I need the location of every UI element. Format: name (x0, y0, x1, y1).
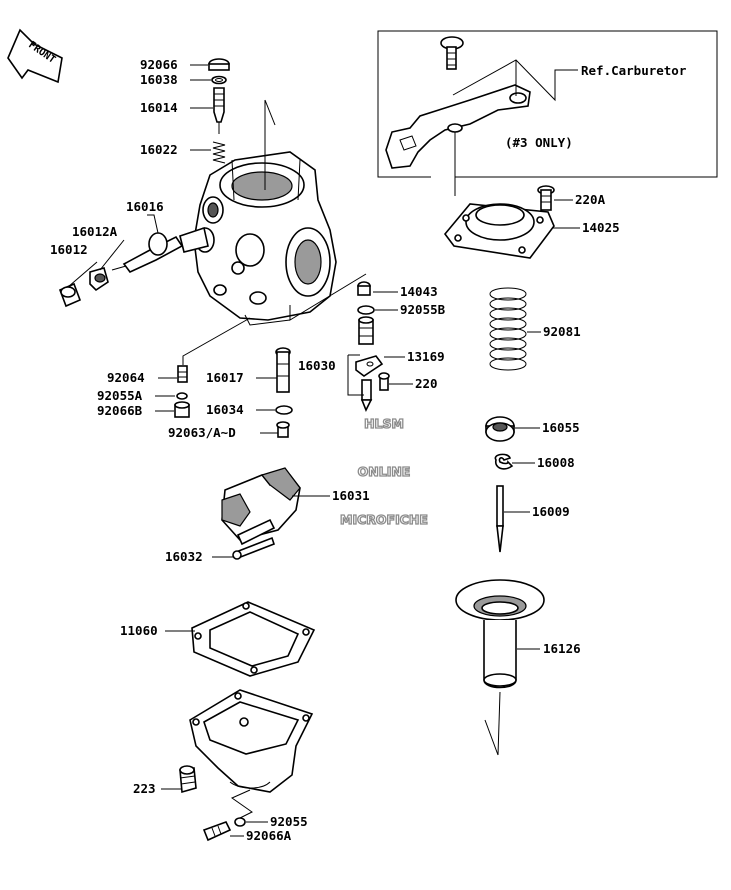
plug-14043-icon (357, 281, 371, 296)
screw-220A-icon (537, 185, 555, 211)
ref-screw-icon (440, 36, 464, 70)
part-labels: 92066 16038 16014 16022 16016 16012A 160… (50, 57, 687, 843)
nozzle-16017-icon (275, 347, 291, 393)
part-label-16031: 16031 (332, 488, 370, 503)
oring-92055B-icon (357, 305, 375, 315)
part-label-16012: 16012 (50, 242, 88, 257)
ref-carburetor-frame (377, 30, 718, 196)
part-label-92064: 92064 (107, 370, 145, 385)
part-label-92063: 92063/A~D (168, 425, 236, 440)
part-label-16016: 16016 (126, 199, 164, 214)
part-label-16008: 16008 (537, 455, 575, 470)
float-16031-icon (221, 467, 301, 546)
carburetor-body-icon (179, 151, 337, 326)
valve-16016-icon (111, 232, 184, 273)
pin-16032-icon (232, 536, 275, 560)
gasket-11060-icon (191, 601, 316, 677)
screw-92066A-icon (202, 821, 232, 842)
needle-16009-icon (496, 485, 504, 553)
part-label-92066: 92066 (140, 57, 178, 72)
part-label-14043: 14043 (400, 284, 438, 299)
part-label-16126: 16126 (543, 641, 581, 656)
part-label-16030: 16030 (298, 358, 336, 373)
oring-16038-icon (211, 75, 227, 85)
leader-lines (67, 64, 580, 837)
part-label-16022: 16022 (140, 142, 178, 157)
plug-223-icon (179, 765, 197, 794)
spring-16022-icon (212, 141, 226, 164)
piston-16126-icon (455, 579, 545, 689)
watermark-line3: MICROFICHE (340, 512, 428, 527)
part-label-16038: 16038 (140, 72, 178, 87)
part-label-16012A: 16012A (72, 224, 118, 239)
part-label-223: 223 (133, 781, 156, 796)
screw-16014-icon (213, 87, 225, 134)
float-bowl-icon (189, 689, 314, 793)
cap-92066B-icon (174, 401, 190, 418)
part-label-92066A: 92066A (246, 828, 292, 843)
part-label-92081: 92081 (543, 324, 581, 339)
washer-16034-icon (275, 405, 293, 415)
part-label-16014: 16014 (140, 100, 178, 115)
watermark: HLSM ONLINE MICROFICHE (339, 415, 428, 527)
screw-220-icon (378, 372, 390, 391)
part-label-92055A: 92055A (97, 388, 143, 403)
cap-92066-icon (208, 58, 230, 71)
watermark-line1: HLSM (364, 416, 404, 431)
spring-92081-icon (489, 287, 527, 371)
oring-92055A-icon (176, 392, 188, 400)
part-label-16055: 16055 (542, 420, 580, 435)
needle-16030-icon (360, 379, 373, 412)
front-arrow-icon: FRONT (7, 28, 63, 84)
cover-14025-icon (443, 203, 555, 259)
part-label-16034: 16034 (206, 402, 244, 417)
nut-16012A-icon (89, 267, 109, 292)
part-label-16032: 16032 (165, 549, 203, 564)
screw-92064-icon (177, 365, 188, 383)
ref-carburetor-label: Ref.Carburetor (581, 63, 687, 78)
part-label-11060: 11060 (120, 623, 158, 638)
valve-16030-icon (358, 316, 374, 345)
clip-16008-icon (494, 453, 514, 470)
part-label-16017: 16017 (206, 370, 244, 385)
part-label-14025: 14025 (582, 220, 620, 235)
part-label-220A: 220A (575, 192, 606, 207)
ref-note-label: (#3 ONLY) (505, 135, 573, 150)
part-label-16009: 16009 (532, 504, 570, 519)
clip-13169-icon (355, 355, 384, 377)
part-label-92055: 92055 (270, 814, 308, 829)
part-label-92066B: 92066B (97, 403, 143, 418)
jet-92063-icon (276, 421, 290, 438)
spacer-16055-icon (485, 416, 515, 442)
cap-16012-icon (58, 282, 82, 308)
part-label-220: 220 (415, 376, 438, 391)
part-label-92055B: 92055B (400, 302, 446, 317)
oring-92055-icon (234, 817, 246, 827)
bracket-icon (385, 84, 531, 169)
part-label-13169: 13169 (407, 349, 445, 364)
watermark-line2: ONLINE (358, 464, 411, 479)
